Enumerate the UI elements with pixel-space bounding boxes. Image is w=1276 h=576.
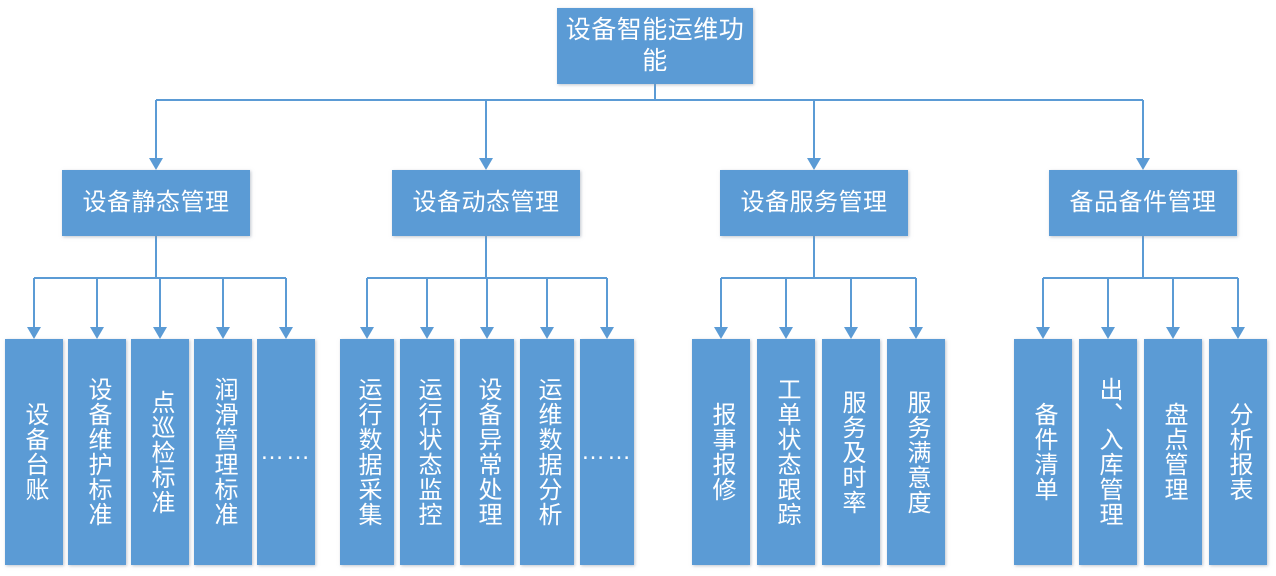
leaf-node-2-2[interactable]: 运行状态监控	[400, 339, 454, 565]
branch-node-1[interactable]: 设备静态管理	[62, 170, 250, 236]
leaf-node-2-2-label: 运行状态监控	[414, 377, 441, 527]
branch-node-2-label: 设备动态管理	[412, 189, 560, 216]
branch-node-1-label: 设备静态管理	[82, 189, 230, 216]
leaf-node-2-1[interactable]: 运行数据采集	[340, 339, 394, 565]
leaf-node-4-4[interactable]: 分析报表	[1209, 339, 1267, 565]
leaf-node-1-4[interactable]: 润滑管理标准	[194, 339, 252, 565]
leaf-node-2-3[interactable]: 设备异常处理	[460, 339, 514, 565]
branch-node-4[interactable]: 备品备件管理	[1049, 170, 1237, 236]
leaf-node-1-5-label: ……	[260, 438, 312, 465]
leaf-node-4-1-label: 备件清单	[1030, 402, 1057, 502]
leaf-node-2-5-label: ……	[581, 438, 633, 465]
leaf-node-2-4-label: 运维数据分析	[534, 377, 561, 527]
leaf-node-4-3[interactable]: 盘点管理	[1144, 339, 1202, 565]
branch-node-4-label: 备品备件管理	[1069, 189, 1217, 216]
branch-node-3-label: 设备服务管理	[740, 189, 888, 216]
leaf-node-3-4[interactable]: 服务满意度	[887, 339, 945, 565]
leaf-node-2-5[interactable]: ……	[580, 339, 634, 565]
leaf-node-4-2[interactable]: 出、入库管理	[1079, 339, 1137, 565]
leaf-node-3-2[interactable]: 工单状态跟踪	[757, 339, 815, 565]
leaf-node-4-3-label: 盘点管理	[1160, 402, 1187, 502]
leaf-node-2-3-label: 设备异常处理	[474, 377, 501, 527]
leaf-node-3-1[interactable]: 报事报修	[692, 339, 750, 565]
leaf-node-1-4-label: 润滑管理标准	[210, 377, 237, 527]
leaf-node-4-1[interactable]: 备件清单	[1014, 339, 1072, 565]
leaf-node-3-3[interactable]: 服务及时率	[822, 339, 880, 565]
leaf-node-1-2-label: 设备维护标准	[84, 377, 111, 527]
root-node-label: 设备智能运维功能	[565, 16, 745, 75]
leaf-node-1-3[interactable]: 点巡检标准	[131, 339, 189, 565]
branch-node-2[interactable]: 设备动态管理	[392, 170, 580, 236]
branch-node-3[interactable]: 设备服务管理	[720, 170, 908, 236]
leaf-node-3-1-label: 报事报修	[708, 402, 735, 502]
leaf-node-4-4-label: 分析报表	[1225, 402, 1252, 502]
leaf-node-2-4[interactable]: 运维数据分析	[520, 339, 574, 565]
leaf-node-4-2-label: 出、入库管理	[1095, 377, 1122, 527]
leaf-node-1-3-label: 点巡检标准	[147, 389, 174, 515]
leaf-node-1-5[interactable]: ……	[257, 339, 315, 565]
leaf-node-3-3-label: 服务及时率	[838, 389, 865, 515]
leaf-node-1-1-label: 设备台账	[21, 402, 48, 502]
leaf-node-1-2[interactable]: 设备维护标准	[68, 339, 126, 565]
leaf-node-3-4-label: 服务满意度	[903, 389, 930, 515]
root-node[interactable]: 设备智能运维功能	[557, 8, 753, 84]
leaf-node-2-1-label: 运行数据采集	[354, 377, 381, 527]
leaf-node-1-1[interactable]: 设备台账	[5, 339, 63, 565]
leaf-node-3-2-label: 工单状态跟踪	[773, 377, 800, 527]
